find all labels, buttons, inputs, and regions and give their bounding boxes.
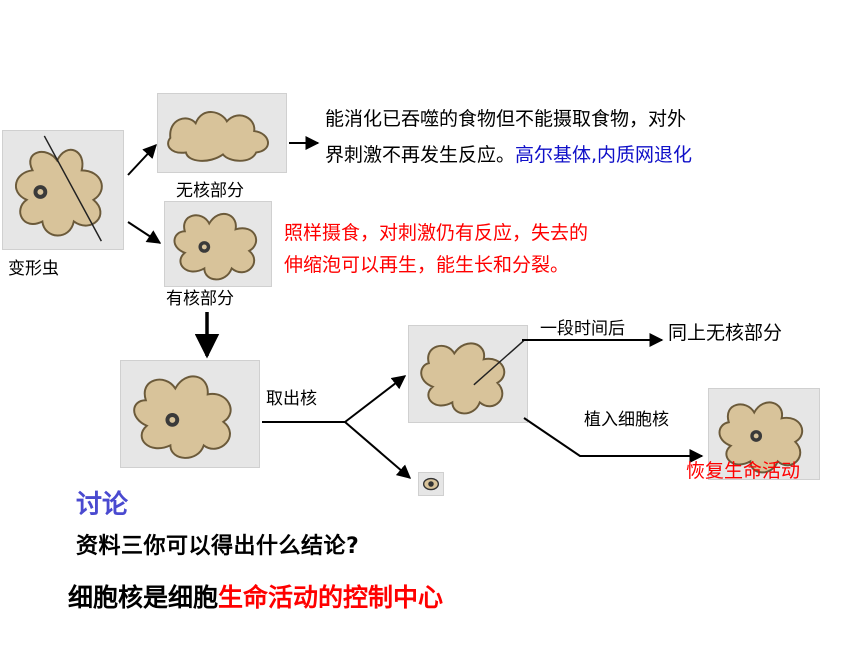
arrow-to-nucleus xyxy=(344,421,412,479)
arrow-to-enucleated xyxy=(344,375,407,423)
restored-amoeba-image xyxy=(708,388,820,480)
after-time-label: 一段时间后 xyxy=(540,319,625,339)
with-nucleus-description-line2: 伸缩泡可以再生，能生长和分裂。 xyxy=(284,254,570,276)
implant-nucleus-label: 植入细胞核 xyxy=(584,410,669,430)
same-as-above-label: 同上无核部分 xyxy=(668,322,783,344)
arrow-to-no-nucleus xyxy=(127,143,157,176)
extracted-nucleus-image xyxy=(418,472,444,496)
with-nucleus-part-image xyxy=(164,201,272,287)
no-nucleus-description-line2: 界刺激不再发生反应。高尔基体,内质网退化 xyxy=(325,140,692,167)
with-nucleus-label: 有核部分 xyxy=(166,289,234,309)
amoeba-label: 变形虫 xyxy=(8,259,59,279)
enucleated-amoeba-image xyxy=(408,325,528,423)
no-nucleus-description-black: 界刺激不再发生反应。 xyxy=(325,144,516,166)
arrow-to-with-nucleus xyxy=(127,221,162,244)
remove-nucleus-label: 取出核 xyxy=(266,389,317,409)
no-nucleus-part-image xyxy=(157,93,287,173)
discussion-conclusion: 细胞核是细胞生命活动的控制中心 xyxy=(68,578,443,614)
with-nucleus-description-line1: 照样摄食，对刺激仍有反应，失去的 xyxy=(284,222,589,244)
restore-life-label: 恢复生命活动 xyxy=(686,460,801,482)
nucleated-amoeba-image xyxy=(120,360,260,468)
discussion-question: 资料三你可以得出什么结论? xyxy=(76,534,360,559)
conclusion-highlight: 生命活动的控制中心 xyxy=(218,583,444,612)
no-nucleus-description-line1: 能消化已吞噬的食物但不能摄取食物，对外 xyxy=(325,108,687,130)
no-nucleus-label: 无核部分 xyxy=(176,181,244,201)
discussion-title: 讨论 xyxy=(76,490,129,520)
organelle-degeneration-text: 高尔基体,内质网退化 xyxy=(515,144,693,166)
amoeba-whole-image xyxy=(2,130,124,250)
conclusion-prefix: 细胞核是细胞 xyxy=(68,583,219,612)
